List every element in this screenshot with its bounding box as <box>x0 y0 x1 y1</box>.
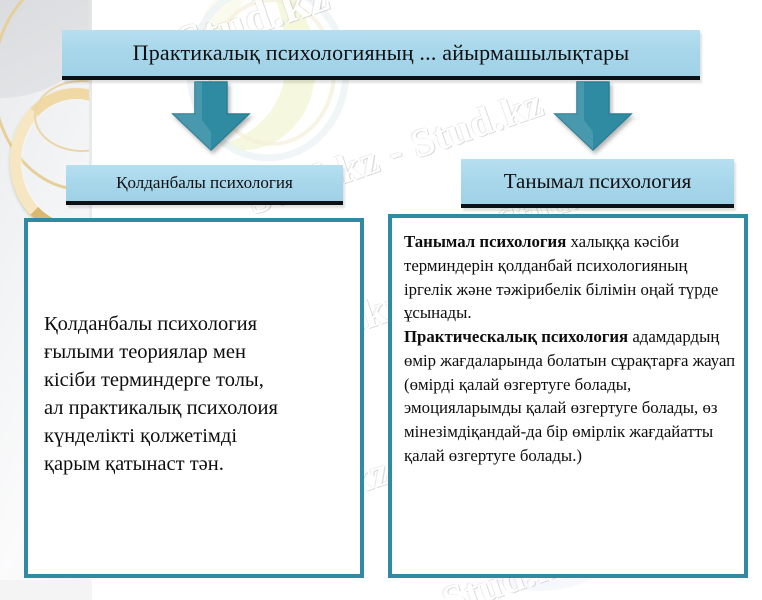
panel-applied-psychology: Қолданбалы психология ғылыми теориялар м… <box>24 218 364 578</box>
panel-right-text: Танымал психология халыққа кәсіби термин… <box>404 230 736 468</box>
chip-label: Қолданбалы психология <box>116 173 293 192</box>
text-line: кісіби терминдерге толы, <box>44 369 264 392</box>
band-footer-strip <box>0 580 92 600</box>
text-line: күнделікті қолжетімді <box>44 425 238 448</box>
page-title: Практикалық психологияның ... айырмашылы… <box>132 40 630 65</box>
panel-popular-psychology: Танымал психология халыққа кәсіби термин… <box>388 214 748 578</box>
panel-left-text: Қолданбалы психология ғылыми теориялар м… <box>44 310 352 478</box>
text-line: қарым қатынаст тән. <box>44 453 224 476</box>
text-line: ал практикалық психолоия <box>44 397 278 420</box>
term-practical-psychology: Практическалық психология <box>404 327 629 347</box>
down-arrow-right-icon <box>553 81 633 152</box>
chip-label: Танымал психология <box>503 169 692 193</box>
branch-heading-popular-psychology: Танымал психология <box>461 159 734 208</box>
text-line: ғылыми теориялар мен <box>44 341 246 364</box>
paragraph-practical-rest: адамдардың өмір жағдаларында болатын сұр… <box>404 327 736 465</box>
paragraph-practical: Практическалық психология адамдардың өмі… <box>404 325 736 468</box>
term-popular-psychology: Танымал психология <box>404 232 567 251</box>
paragraph-popular: Танымал психология халыққа кәсіби термин… <box>404 230 736 325</box>
slide-title-box: Практикалық психологияның ... айырмашылы… <box>62 30 700 80</box>
branch-heading-applied-psychology: Қолданбалы психология <box>66 165 343 205</box>
paragraph-popular-rest: халыққа кәсіби терминдерін қолданбай пси… <box>404 232 719 323</box>
down-arrow-left-icon <box>171 81 251 152</box>
text-line: Қолданбалы психология <box>44 313 257 335</box>
